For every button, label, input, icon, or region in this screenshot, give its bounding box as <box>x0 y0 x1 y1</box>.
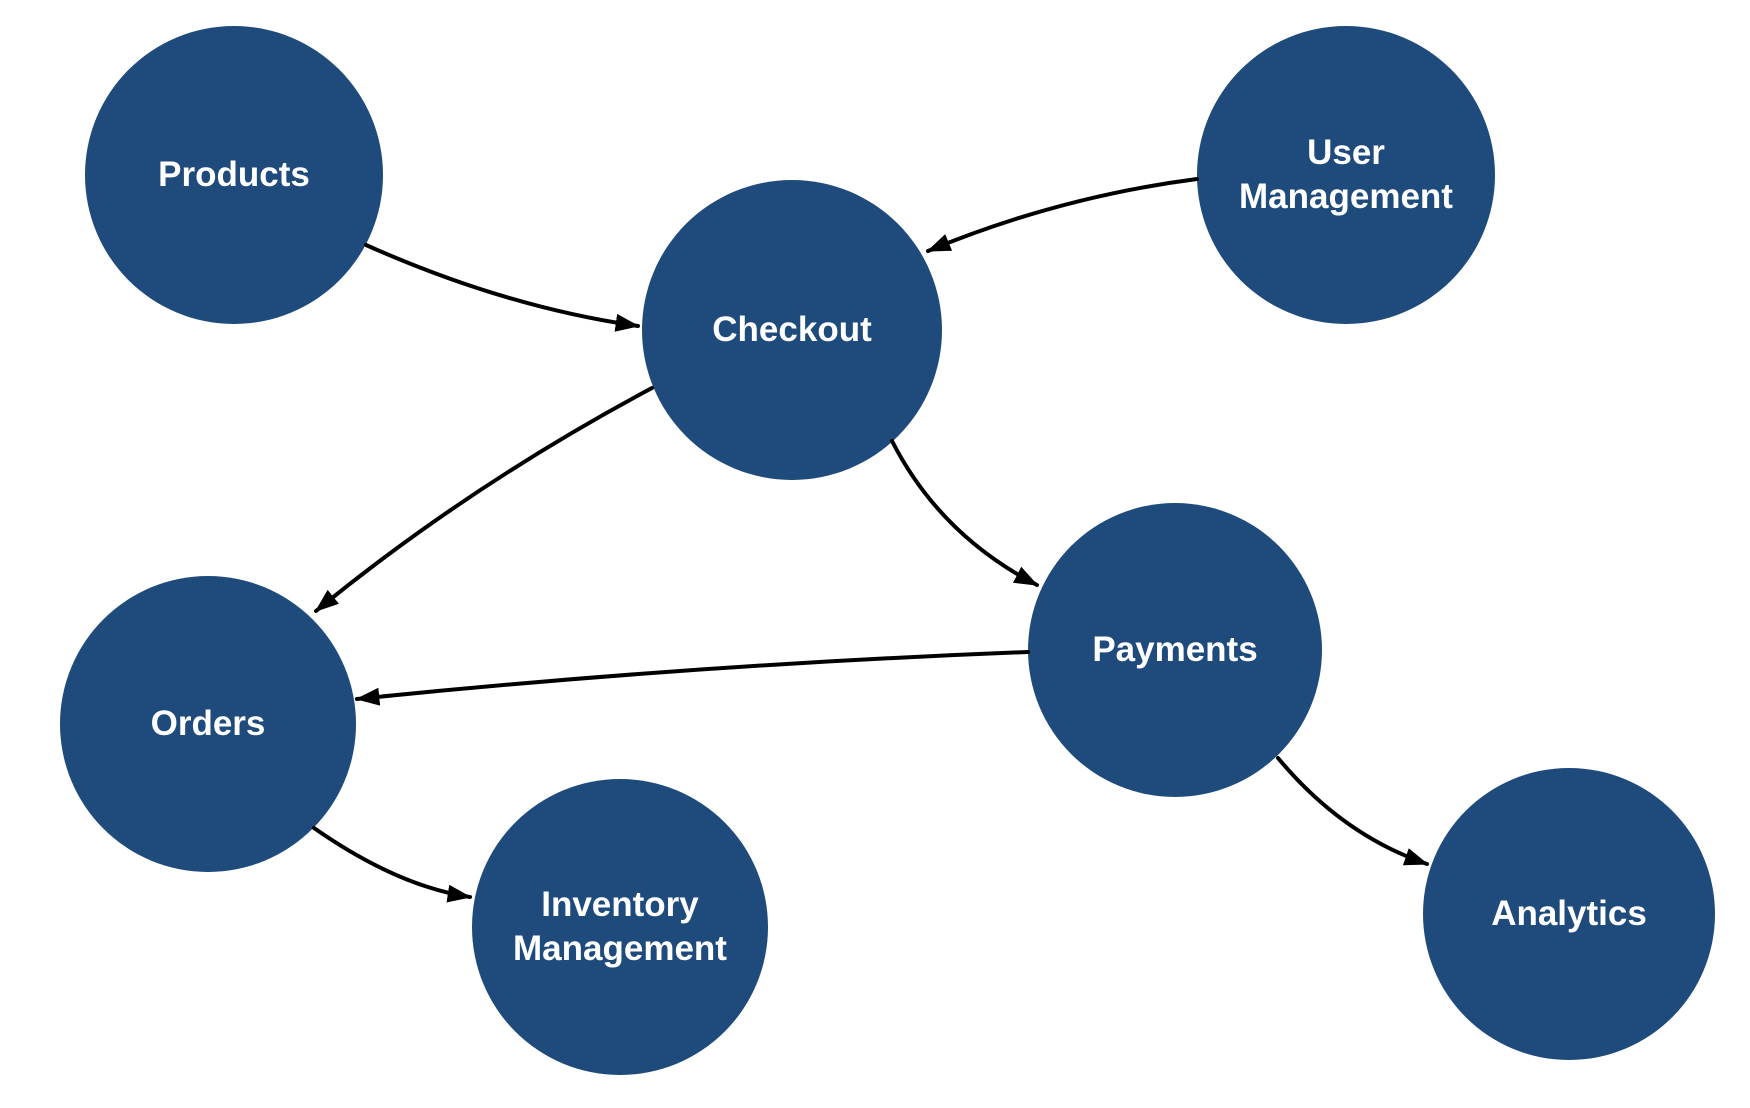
node-checkout-label: Checkout <box>712 309 872 349</box>
node-inventory-management: Inventory Management <box>472 779 768 1075</box>
node-checkout: Checkout <box>642 180 942 480</box>
node-orders: Orders <box>60 576 356 872</box>
node-payments-label: Payments <box>1092 629 1258 669</box>
node-products-label: Products <box>158 154 310 194</box>
node-inventory-management-label: Inventory Management <box>513 884 727 968</box>
node-payments: Payments <box>1028 503 1322 797</box>
node-products: Products <box>85 26 383 324</box>
node-user-management-label: User Management <box>1239 132 1453 216</box>
node-analytics: Analytics <box>1423 768 1715 1060</box>
node-orders-label: Orders <box>150 703 266 743</box>
node-analytics-label: Analytics <box>1491 893 1647 933</box>
node-user-management: User Management <box>1197 26 1495 324</box>
